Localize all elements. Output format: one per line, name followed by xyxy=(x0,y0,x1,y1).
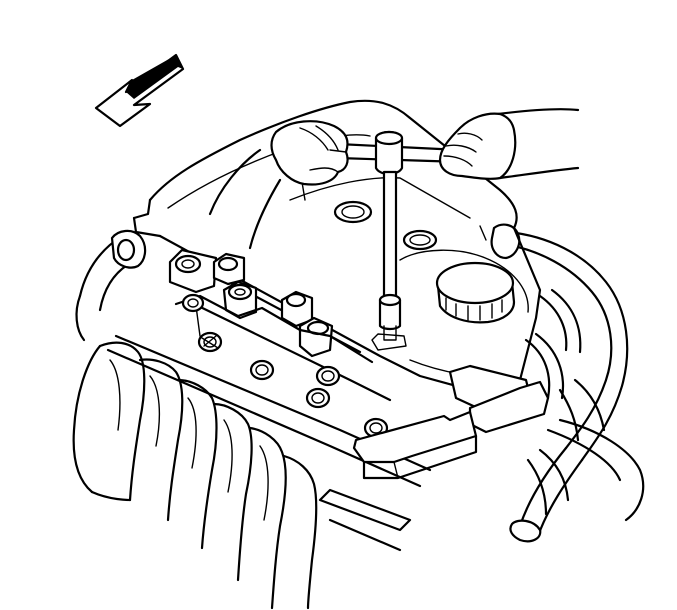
bolt-row xyxy=(181,293,497,439)
intake-manifold xyxy=(72,341,318,610)
bolt xyxy=(315,365,341,387)
fuel-lines xyxy=(524,288,582,400)
right-hand xyxy=(438,108,580,180)
coil-rail xyxy=(168,248,392,402)
right-hose xyxy=(490,223,645,543)
bolt xyxy=(249,359,275,381)
oil-filler-cap xyxy=(435,261,516,324)
bolt xyxy=(181,293,205,313)
direction-arrow-icon xyxy=(94,53,185,128)
bolt xyxy=(197,331,223,353)
left-hand xyxy=(208,120,349,250)
bolt xyxy=(305,387,331,409)
front-bracket xyxy=(352,364,550,480)
left-hose xyxy=(75,229,147,342)
